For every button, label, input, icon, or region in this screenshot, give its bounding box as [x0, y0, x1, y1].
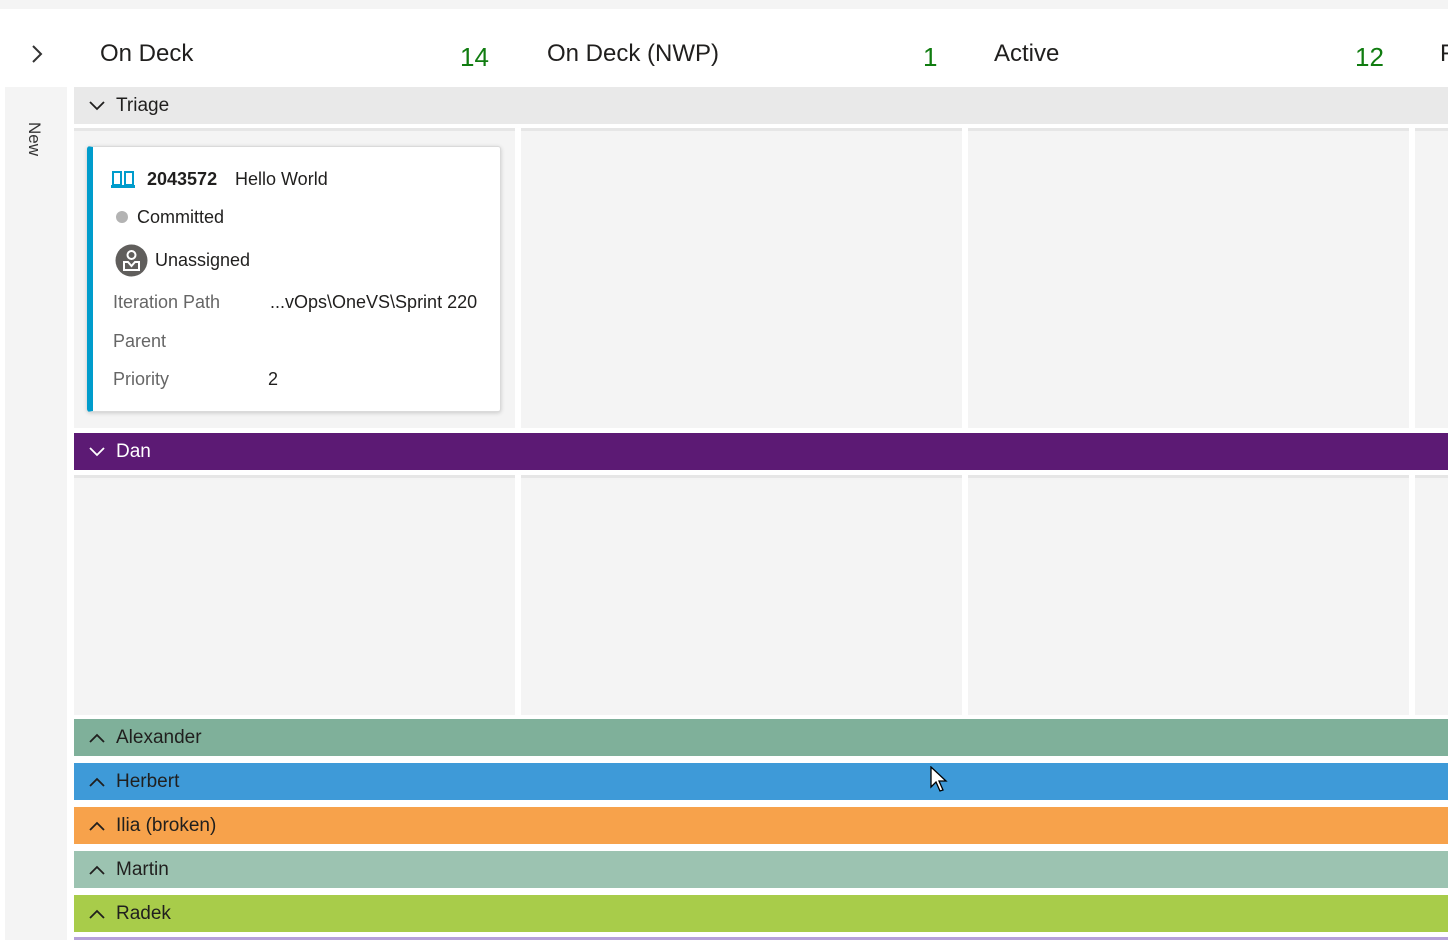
- lane-name: Radek: [116, 902, 171, 924]
- top-strip: [0, 0, 1448, 9]
- column-title: Active: [994, 40, 1060, 67]
- avatar-unassigned-icon[interactable]: [115, 244, 148, 277]
- work-item-id: 2043572: [147, 169, 218, 189]
- chevron-up-icon[interactable]: [88, 817, 106, 835]
- lane-name: Dan: [116, 440, 151, 462]
- lane-header-alexander[interactable]: Alexander: [74, 719, 1448, 756]
- column-header-truncated[interactable]: F: [1440, 40, 1448, 67]
- column-header-active[interactable]: Active 12: [994, 40, 1386, 72]
- next-lane-edge: [74, 937, 1448, 940]
- field-value-priority[interactable]: 2: [268, 369, 279, 389]
- lane-cell: [521, 475, 962, 715]
- field-label-priority: Priority: [113, 369, 170, 389]
- lane-header-martin[interactable]: Martin: [74, 851, 1448, 888]
- lane-name: Triage: [116, 94, 170, 116]
- lane-header-radek[interactable]: Radek: [74, 895, 1448, 932]
- column-title: On Deck (NWP): [547, 40, 720, 67]
- collapsed-column-new[interactable]: [5, 87, 67, 940]
- column-count: 1: [923, 42, 938, 72]
- column-header-on-deck-nwp[interactable]: On Deck (NWP) 1: [547, 40, 939, 72]
- collapsed-column-label: New: [25, 122, 44, 157]
- field-label-iteration-path: Iteration Path: [113, 292, 221, 312]
- lane-cell: [521, 128, 962, 428]
- book-icon: [111, 171, 135, 188]
- chevron-up-icon[interactable]: [88, 861, 106, 879]
- column-header-on-deck[interactable]: On Deck 14: [100, 40, 492, 72]
- state-dot-icon: [116, 211, 128, 223]
- lane-name: Herbert: [116, 770, 180, 792]
- lane-header-triage[interactable]: Triage: [74, 87, 1448, 124]
- lane-header-herbert[interactable]: Herbert: [74, 763, 1448, 800]
- lane-header-dan[interactable]: Dan: [74, 433, 1448, 470]
- mouse-cursor-icon: [930, 766, 948, 792]
- lane-header-ilia[interactable]: Ilia (broken): [74, 807, 1448, 844]
- work-item-title[interactable]: Hello World: [235, 169, 328, 189]
- chevron-down-icon[interactable]: [88, 443, 106, 461]
- lane-cell: [968, 128, 1409, 428]
- lane-name: Alexander: [116, 726, 202, 748]
- column-count: 14: [460, 42, 489, 72]
- chevron-down-icon[interactable]: [88, 97, 106, 115]
- chevron-right-icon[interactable]: [28, 42, 46, 66]
- chevron-up-icon[interactable]: [88, 729, 106, 747]
- chevron-up-icon[interactable]: [88, 905, 106, 923]
- lane-name: Martin: [116, 858, 169, 880]
- lane-name: Ilia (broken): [116, 814, 217, 836]
- work-item-card[interactable]: 2043572 Hello World Committed Unassigned…: [87, 146, 501, 412]
- lane-cell: [968, 475, 1409, 715]
- column-title: On Deck: [100, 40, 194, 67]
- work-item-assignee[interactable]: Unassigned: [155, 250, 251, 270]
- chevron-up-icon[interactable]: [88, 773, 106, 791]
- column-count: 12: [1355, 42, 1384, 72]
- lane-cell: [74, 475, 515, 715]
- lane-cell: [1415, 475, 1448, 715]
- field-value-iteration-path[interactable]: ...vOps\OneVS\Sprint 220: [270, 292, 478, 312]
- lane-cell: [1415, 128, 1448, 428]
- field-label-parent: Parent: [113, 331, 167, 351]
- work-item-state[interactable]: Committed: [137, 207, 225, 227]
